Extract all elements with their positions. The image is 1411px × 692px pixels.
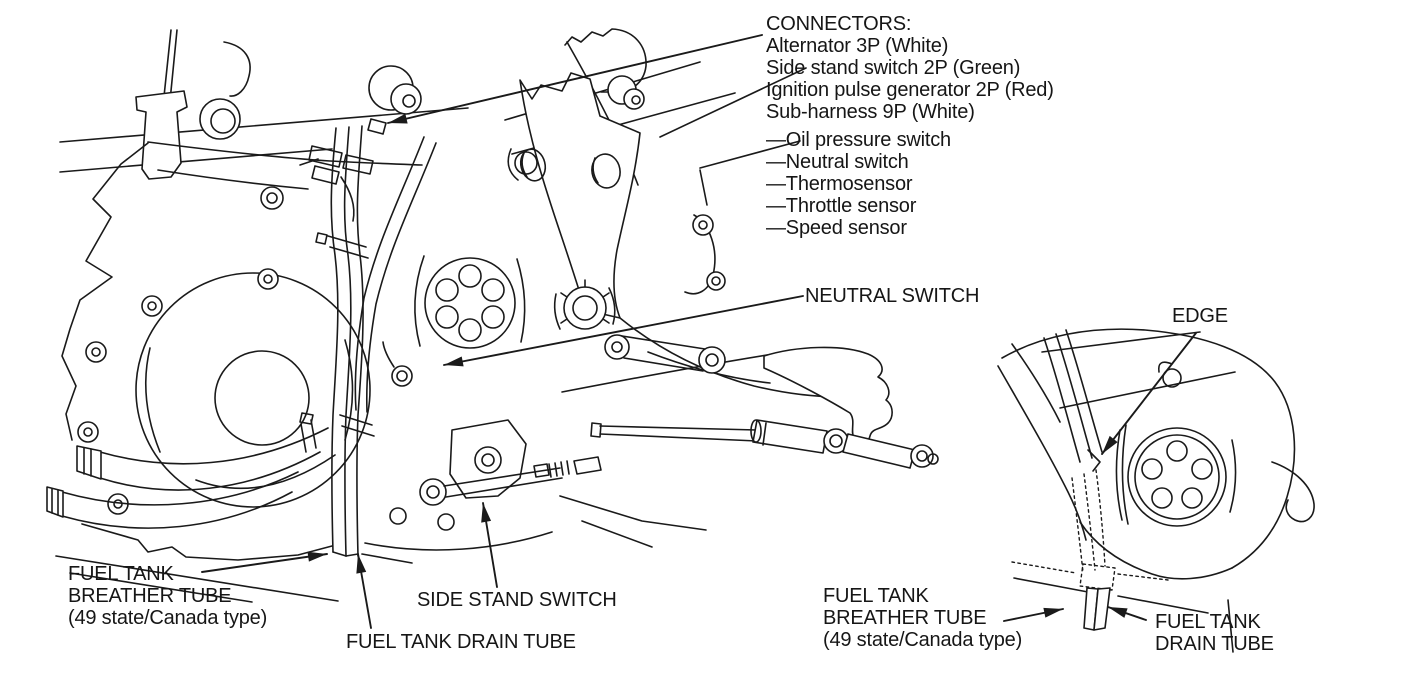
leader-edge — [1101, 332, 1197, 455]
leader-fuel-tank-drain-inset — [1107, 606, 1147, 621]
neutral-switch-part — [382, 341, 413, 387]
label-line: FUEL TANK — [68, 563, 174, 585]
side-stand-switch-label: SIDE STAND SWITCH — [417, 589, 617, 611]
leader-neutral-switch — [443, 295, 804, 367]
sub-harness-item: —Oil pressure switch — [766, 129, 951, 151]
leader-fuel-tank-breather-inset — [1003, 607, 1064, 622]
leader-lines — [201, 34, 1197, 629]
fuel-tank-breather-main-label: FUEL TANK BREATHER TUBE (49 state/Canada… — [68, 563, 267, 629]
wire-harness — [299, 118, 437, 413]
connector-item: Alternator 3P (White) — [766, 35, 949, 57]
edge-label: EDGE — [1172, 305, 1228, 327]
leader-fuel-tank-breather-main — [201, 551, 328, 573]
inset-cover — [997, 328, 1315, 653]
frame-lines — [59, 28, 807, 295]
sub-harness-wire-list: —Oil pressure switch —Neutral switch —Th… — [766, 129, 1054, 239]
pivot-plate — [507, 72, 641, 319]
label-line: (49 state/Canada type) — [823, 629, 1023, 651]
leader-fuel-tank-drain-main — [356, 553, 372, 629]
sub-harness-item: —Throttle sensor — [766, 195, 917, 217]
inset-tubes — [1011, 329, 1209, 631]
label-line: BREATHER TUBE — [823, 607, 987, 629]
fuel-tank-breather-inset-label: FUEL TANK BREATHER TUBE (49 state/Canada… — [823, 585, 1022, 651]
leader-side-stand-switch — [481, 502, 498, 588]
label-line: BREATHER TUBE — [68, 585, 232, 607]
sprocket-disc — [414, 255, 616, 349]
sub-harness-item: —Speed sensor — [766, 217, 907, 239]
connectors-label-block: CONNECTORS: Alternator 3P (White) Side s… — [766, 13, 1054, 239]
connectors-heading: CONNECTORS: — [766, 13, 912, 35]
coolant-hoses — [46, 412, 329, 529]
neutral-switch-label: NEUTRAL SWITCH — [805, 285, 980, 307]
oil-pan-cowl — [55, 507, 553, 603]
leader-connectors — [387, 34, 763, 124]
label-line: FUEL TANK — [1155, 611, 1261, 633]
label-line: DRAIN TUBE — [1155, 633, 1274, 655]
alternator-cover — [77, 268, 371, 515]
brake-pedal — [763, 346, 893, 445]
sub-harness-item: —Neutral switch — [766, 151, 909, 173]
inset-disc — [1115, 424, 1237, 527]
connector-item: Ignition pulse generator 2P (Red) — [766, 79, 1054, 101]
label-line: FUEL TANK — [823, 585, 929, 607]
linkage-rods — [419, 334, 939, 548]
fuel-tubes — [315, 125, 375, 557]
connector-item: Sub-harness 9P (White) — [766, 101, 975, 123]
label-line: (49 state/Canada type) — [68, 607, 268, 629]
connector-item: Side stand switch 2P (Green) — [766, 57, 1021, 79]
fuel-tank-drain-inset-label: FUEL TANK DRAIN TUBE — [1155, 611, 1274, 655]
fuel-tank-drain-main-label: FUEL TANK DRAIN TUBE — [346, 631, 576, 653]
sub-harness-item: —Thermosensor — [766, 173, 913, 195]
